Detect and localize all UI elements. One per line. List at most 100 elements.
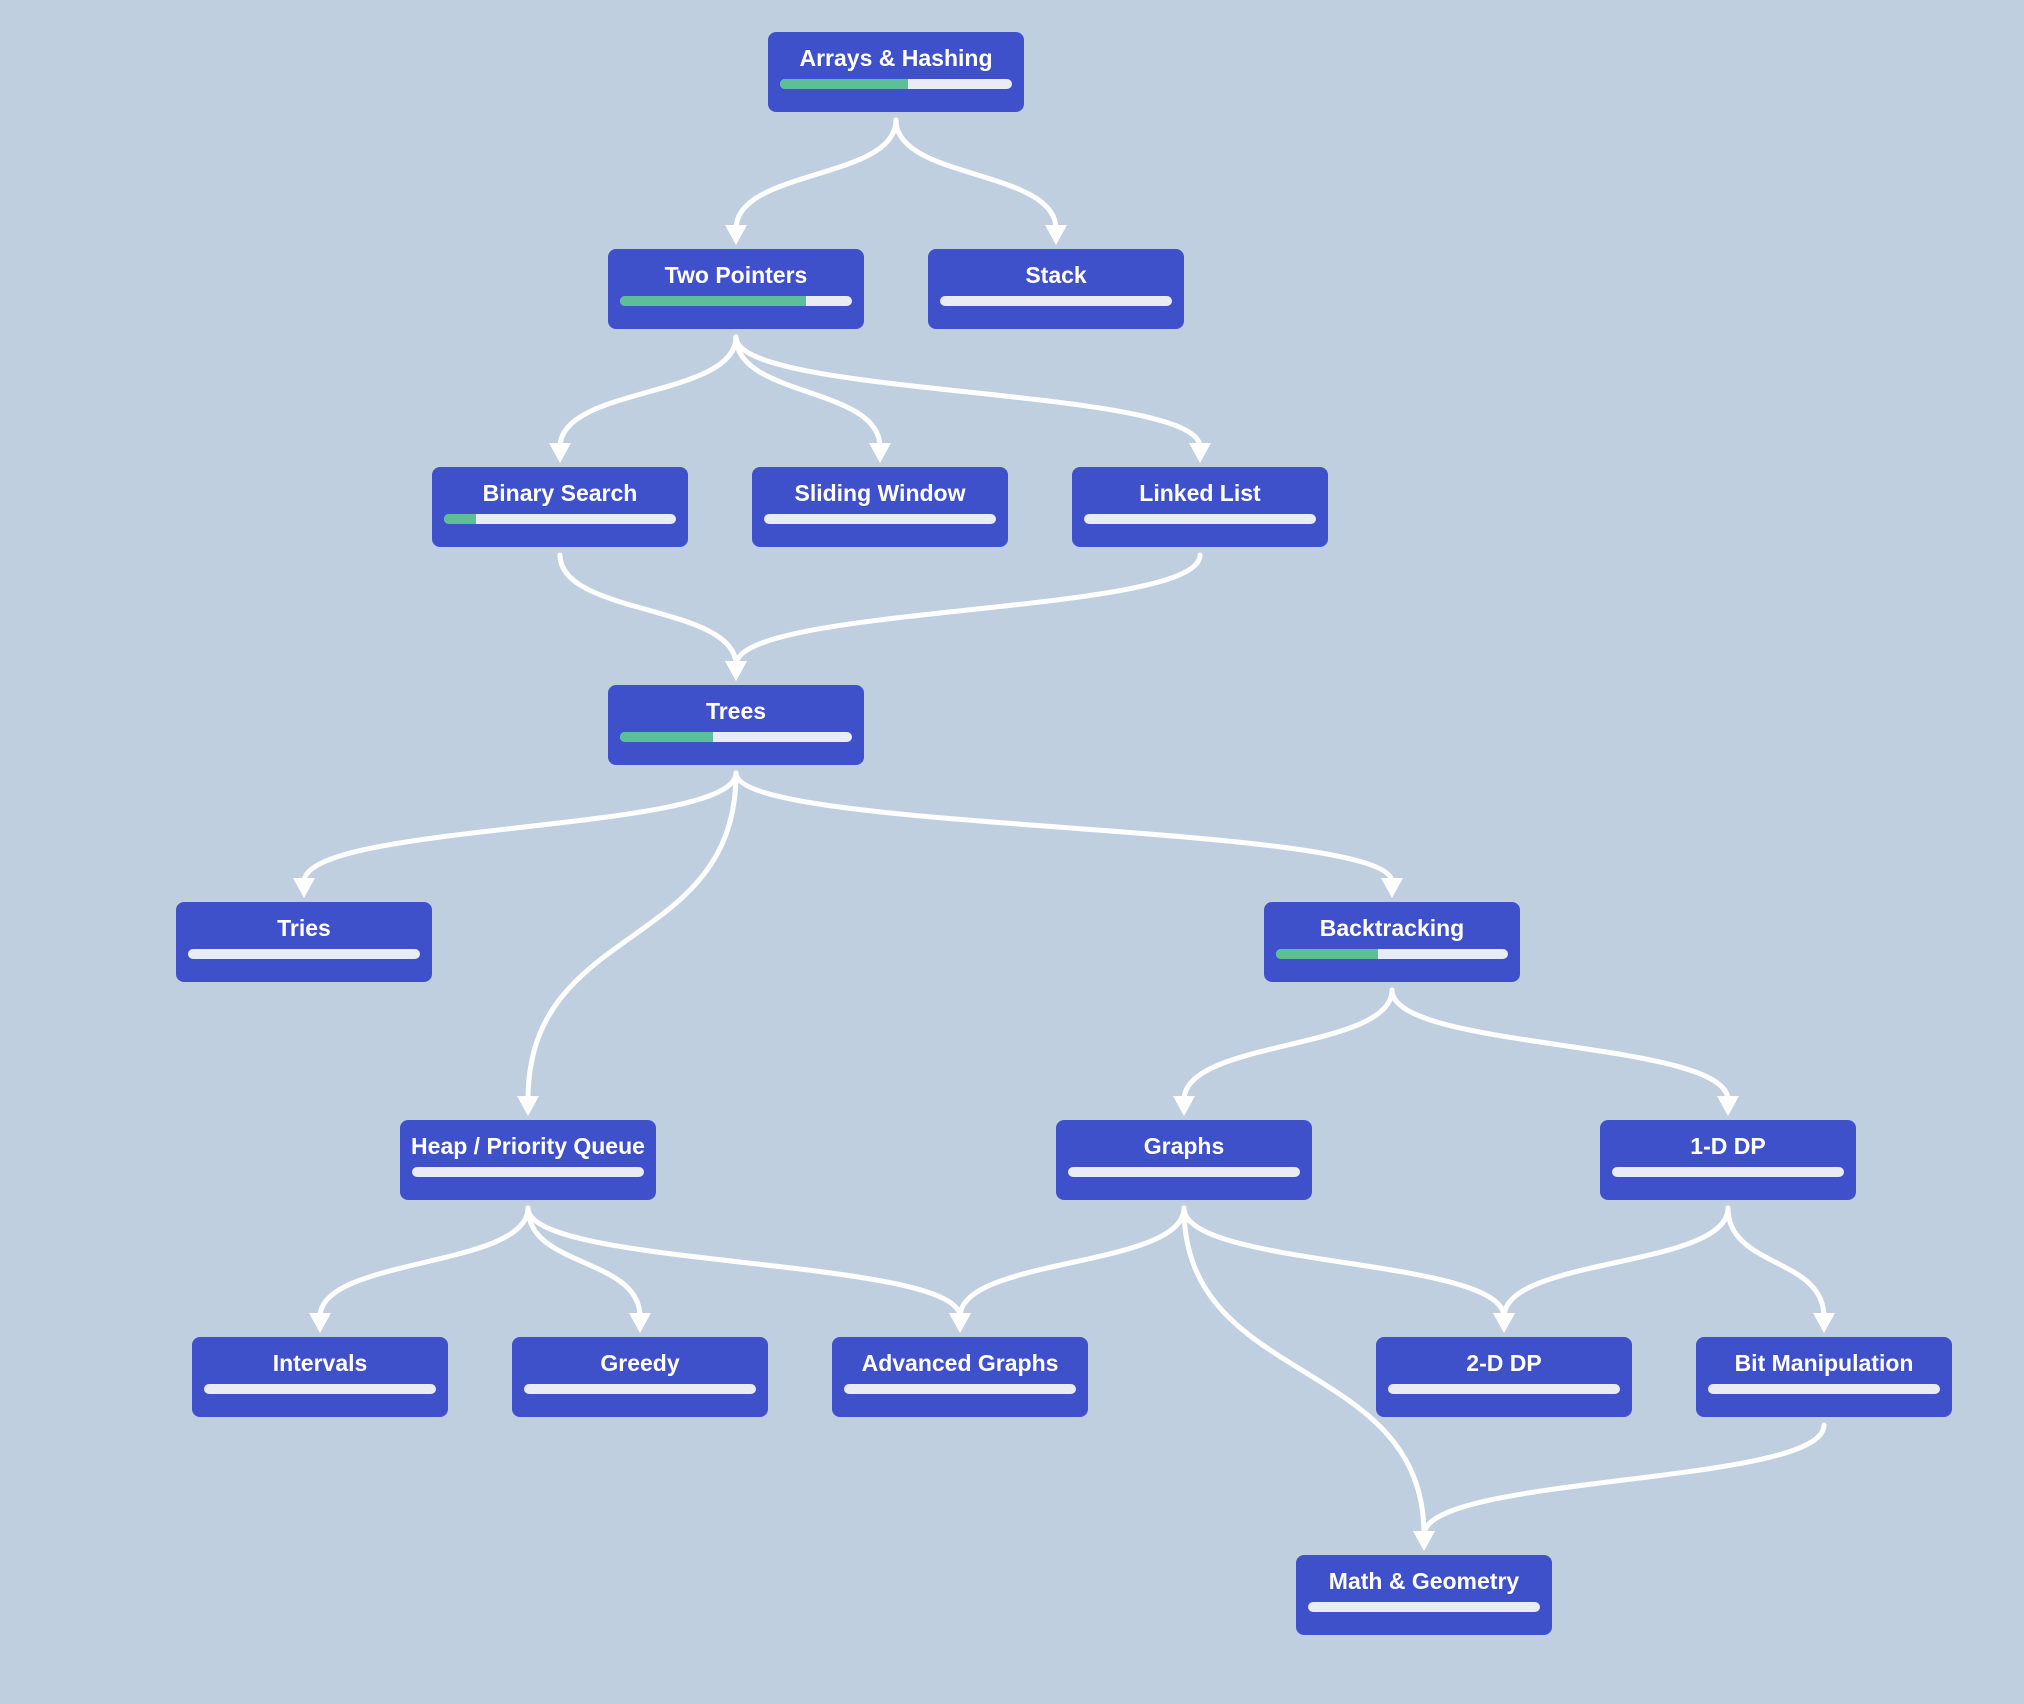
node-label: 2-D DP xyxy=(1466,1350,1542,1376)
node-arrays[interactable]: Arrays & Hashing xyxy=(768,32,1024,112)
node-tries[interactable]: Tries xyxy=(176,902,432,982)
node-label: Advanced Graphs xyxy=(861,1350,1059,1376)
arrow-head-icon xyxy=(1045,225,1067,245)
node-label: Linked List xyxy=(1139,480,1261,506)
node-label: Sliding Window xyxy=(794,480,966,506)
arrow-head-icon xyxy=(517,1096,539,1116)
arrow-head-icon xyxy=(949,1313,971,1333)
node-linked-list[interactable]: Linked List xyxy=(1072,467,1328,547)
progress-bar xyxy=(620,732,852,742)
node-label: 1-D DP xyxy=(1690,1133,1766,1159)
progress-fill xyxy=(444,514,477,524)
arrow-head-icon xyxy=(1493,1313,1515,1333)
node-intervals[interactable]: Intervals xyxy=(192,1337,448,1417)
progress-bar xyxy=(524,1384,756,1394)
node-backtracking[interactable]: Backtracking xyxy=(1264,902,1520,982)
edge-arrays-to-two-pointers xyxy=(733,117,899,232)
edge-two-pointers-to-sliding-window xyxy=(733,334,883,450)
edge-graphs-to-dp-2d xyxy=(1181,1205,1507,1320)
progress-bar xyxy=(1276,949,1508,959)
edge-heap-to-intervals xyxy=(317,1205,531,1320)
node-label: Two Pointers xyxy=(664,262,808,288)
edge-trees-to-heap xyxy=(525,770,739,1103)
progress-bar xyxy=(620,296,852,306)
edge-graphs-to-advanced-graphs xyxy=(957,1205,1187,1320)
node-dp-2d[interactable]: 2-D DP xyxy=(1376,1337,1632,1417)
node-label: Heap / Priority Queue xyxy=(411,1133,645,1159)
edge-dp-1d-to-dp-2d xyxy=(1501,1205,1731,1320)
node-label: Backtracking xyxy=(1319,915,1465,941)
edge-two-pointers-to-binary-search xyxy=(557,334,739,450)
node-heap[interactable]: Heap / Priority Queue xyxy=(400,1120,656,1200)
progress-fill xyxy=(620,732,713,742)
progress-bar xyxy=(444,514,676,524)
progress-bar xyxy=(1308,1602,1540,1612)
progress-bar xyxy=(780,79,1012,89)
arrow-head-icon xyxy=(1381,878,1403,898)
edge-backtracking-to-dp-1d xyxy=(1389,987,1731,1103)
node-dp-1d[interactable]: 1-D DP xyxy=(1600,1120,1856,1200)
node-two-pointers[interactable]: Two Pointers xyxy=(608,249,864,329)
arrow-head-icon xyxy=(1413,1531,1435,1551)
edge-heap-to-advanced-graphs xyxy=(525,1205,963,1320)
node-label: Binary Search xyxy=(482,480,638,506)
progress-fill xyxy=(780,79,908,89)
node-label: Intervals xyxy=(272,1350,368,1376)
arrow-head-icon xyxy=(549,443,571,463)
progress-bar xyxy=(940,296,1172,306)
arrow-head-icon xyxy=(1413,1531,1435,1551)
node-trees[interactable]: Trees xyxy=(608,685,864,765)
node-advanced-graphs[interactable]: Advanced Graphs xyxy=(832,1337,1088,1417)
arrow-head-icon xyxy=(1189,443,1211,463)
node-label: Math & Geometry xyxy=(1328,1568,1520,1594)
progress-bar xyxy=(1388,1384,1620,1394)
node-label: Bit Manipulation xyxy=(1734,1350,1914,1376)
node-math-geometry[interactable]: Math & Geometry xyxy=(1296,1555,1552,1635)
edge-dp-1d-to-bit-manipulation xyxy=(1725,1205,1827,1320)
progress-bar xyxy=(412,1167,644,1177)
arrow-head-icon xyxy=(629,1313,651,1333)
progress-bar xyxy=(204,1384,436,1394)
node-greedy[interactable]: Greedy xyxy=(512,1337,768,1417)
progress-bar xyxy=(844,1384,1076,1394)
progress-fill xyxy=(620,296,806,306)
progress-bar xyxy=(1068,1167,1300,1177)
progress-bar xyxy=(764,514,996,524)
progress-bar xyxy=(188,949,420,959)
edge-binary-search-to-trees xyxy=(557,552,739,668)
arrow-head-icon xyxy=(1813,1313,1835,1333)
node-bit-manipulation[interactable]: Bit Manipulation xyxy=(1696,1337,1952,1417)
edge-trees-to-backtracking xyxy=(733,770,1395,885)
edge-two-pointers-to-linked-list xyxy=(733,334,1203,450)
progress-bar xyxy=(1084,514,1316,524)
progress-fill xyxy=(1276,949,1379,959)
arrow-head-icon xyxy=(725,661,747,681)
progress-bar xyxy=(1612,1167,1844,1177)
edge-linked-list-to-trees xyxy=(733,552,1203,668)
arrow-head-icon xyxy=(949,1313,971,1333)
arrow-head-icon xyxy=(293,878,315,898)
edge-trees-to-tries xyxy=(301,770,739,885)
arrow-head-icon xyxy=(1493,1313,1515,1333)
arrow-head-icon xyxy=(1173,1096,1195,1116)
node-label: Tries xyxy=(277,915,331,941)
node-binary-search[interactable]: Binary Search xyxy=(432,467,688,547)
arrow-head-icon xyxy=(309,1313,331,1333)
edge-bit-manipulation-to-math-geometry xyxy=(1421,1422,1827,1538)
arrow-head-icon xyxy=(1717,1096,1739,1116)
edge-arrays-to-stack xyxy=(893,117,1059,232)
edge-heap-to-greedy xyxy=(525,1205,643,1320)
node-label: Trees xyxy=(705,698,767,724)
node-label: Greedy xyxy=(600,1350,680,1376)
node-label: Graphs xyxy=(1143,1133,1225,1159)
node-sliding-window[interactable]: Sliding Window xyxy=(752,467,1008,547)
arrow-head-icon xyxy=(725,661,747,681)
arrow-head-icon xyxy=(725,225,747,245)
node-stack[interactable]: Stack xyxy=(928,249,1184,329)
progress-bar xyxy=(1708,1384,1940,1394)
node-label: Arrays & Hashing xyxy=(799,45,993,71)
node-label: Stack xyxy=(1025,262,1087,288)
node-graphs[interactable]: Graphs xyxy=(1056,1120,1312,1200)
edge-backtracking-to-graphs xyxy=(1181,987,1395,1103)
